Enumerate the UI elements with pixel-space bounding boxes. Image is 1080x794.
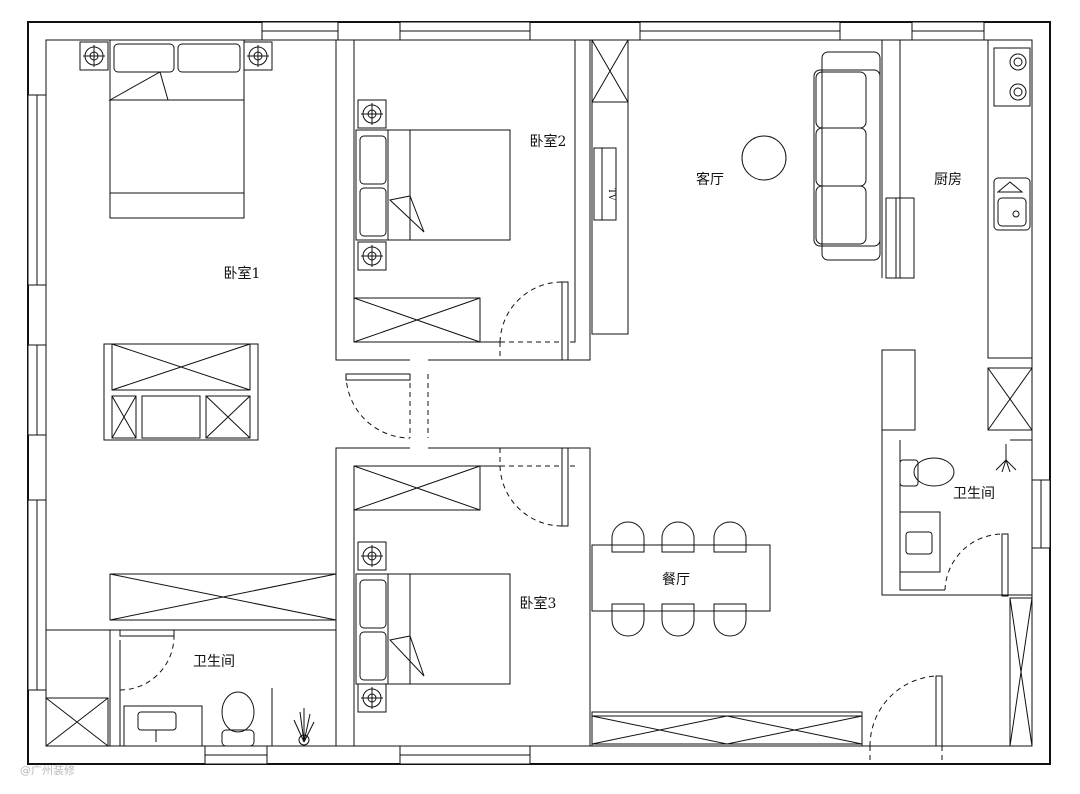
stove-icon (993, 47, 1031, 107)
nightstand-lamp-icon (357, 541, 387, 571)
windows (27, 21, 1051, 765)
sink-icon (993, 177, 1031, 231)
bed-master (79, 39, 273, 219)
tv-unit: TV (593, 147, 617, 221)
tv-label: TV (606, 188, 616, 201)
nightstand-lamp-icon (243, 41, 273, 71)
washbasin-icon (899, 511, 941, 573)
bathroom-right-fixtures (899, 444, 1017, 573)
nightstand-lamp-icon (79, 41, 109, 71)
nightstand-lamp-icon (357, 99, 387, 129)
bedroom3-label: 卧室3 (520, 595, 557, 612)
toilet-icon (221, 691, 255, 733)
toilet-icon (913, 457, 955, 487)
bath-right-label: 卫生间 (953, 486, 995, 502)
bedroom2-label: 卧室2 (530, 133, 567, 150)
sofa (741, 51, 915, 279)
doors (119, 281, 1009, 764)
dining-label: 餐厅 (662, 572, 690, 588)
wardrobes (109, 39, 1033, 747)
nightstand-lamp-icon (357, 683, 387, 713)
bedroom1-cabinet (103, 343, 259, 441)
bedroom1-label: 卧室1 (224, 265, 261, 282)
plant-icon (293, 708, 315, 746)
washbasin-icon (123, 705, 203, 747)
room-labels: 卧室1 卧室2 卧室3 客厅 厨房 餐厅 卫生间 卫生间 (193, 133, 995, 670)
living-label: 客厅 (696, 171, 724, 188)
bed-3 (355, 541, 511, 713)
dining-set (591, 521, 771, 637)
bed-2 (355, 99, 511, 271)
coffee-table (741, 135, 787, 181)
watermark: @广州装修 (20, 763, 75, 777)
bathroom-left-fixtures (45, 688, 315, 747)
nightstand-lamp-icon (357, 241, 387, 271)
bath-left-label: 卫生间 (193, 654, 235, 670)
kitchen-label: 厨房 (934, 172, 962, 188)
kitchen-fixtures (993, 47, 1031, 231)
shower-icon (995, 444, 1017, 473)
